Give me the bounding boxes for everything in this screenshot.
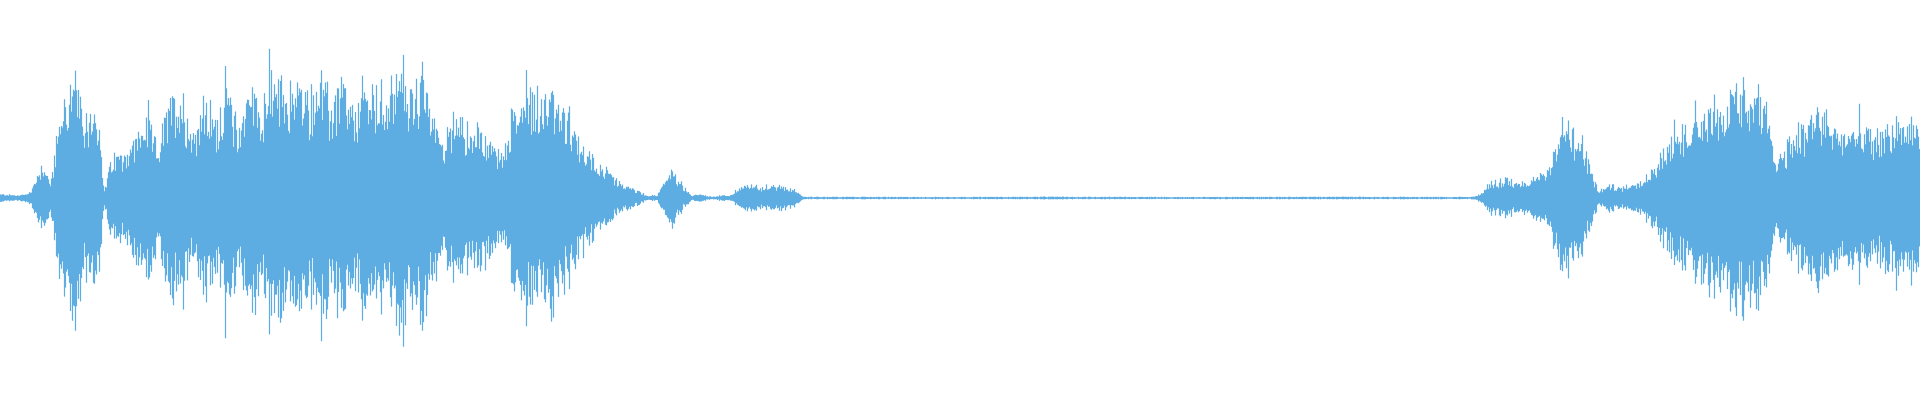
waveform-samples bbox=[0, 48, 1920, 347]
waveform-sample-strokes bbox=[0, 48, 1920, 347]
